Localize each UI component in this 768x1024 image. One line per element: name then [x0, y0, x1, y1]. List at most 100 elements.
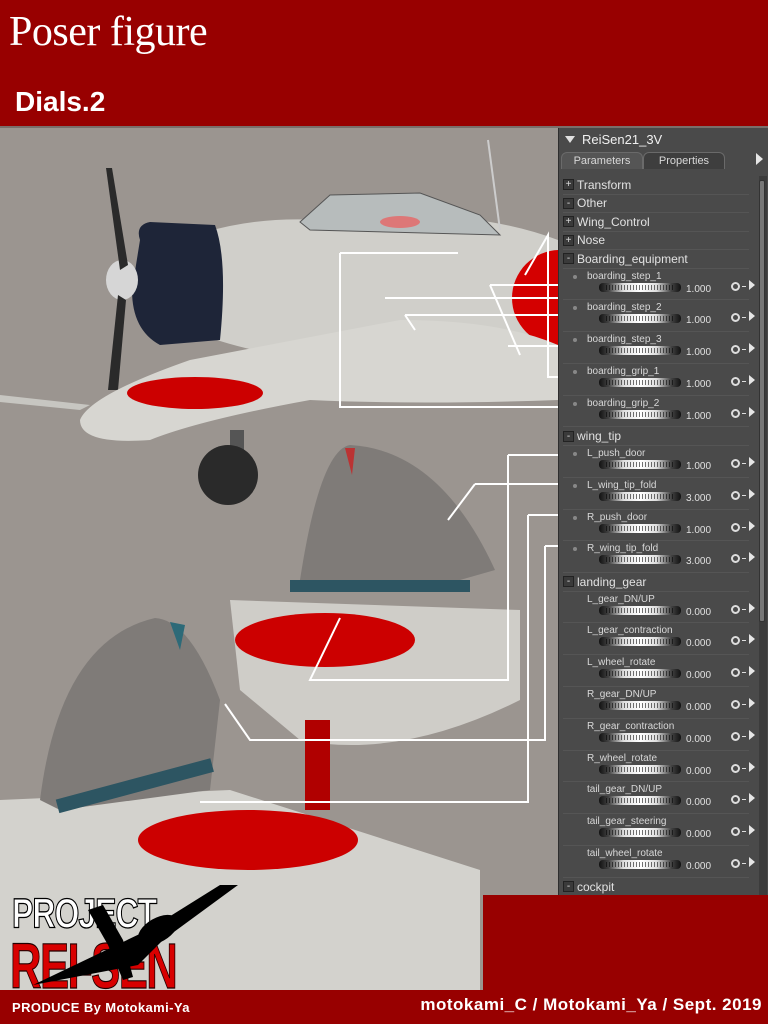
project-rei-sen-logo: PROJECT REI-SEN PRODUCE By Motokami-Ya: [8, 885, 238, 1020]
param-dial[interactable]: [599, 555, 681, 565]
tab-parameters[interactable]: Parameters: [561, 152, 643, 169]
key-icon[interactable]: [731, 859, 746, 869]
param-dial[interactable]: [599, 828, 681, 838]
param-menu-arrow-icon[interactable]: [749, 793, 755, 804]
param-value[interactable]: 3.000: [686, 556, 712, 568]
group-wing-control[interactable]: +Wing_Control: [563, 213, 749, 232]
key-icon[interactable]: [731, 313, 746, 323]
param-menu-arrow-icon[interactable]: [749, 666, 755, 677]
group-boarding-equipment[interactable]: -Boarding_equipment: [563, 250, 749, 269]
expand-icon[interactable]: +: [563, 216, 574, 228]
figure-name: ReiSen21_3V: [582, 131, 663, 147]
param-dot-icon: [573, 515, 577, 520]
key-icon[interactable]: [731, 700, 746, 710]
param-dial[interactable]: [599, 409, 681, 419]
expand-icon[interactable]: +: [563, 179, 574, 191]
param-value[interactable]: 1.000: [686, 315, 712, 327]
param-dial[interactable]: [599, 796, 681, 806]
group-wing-tip[interactable]: -wing_tip: [563, 427, 749, 446]
param-dial[interactable]: [599, 637, 681, 647]
param-value[interactable]: 0.000: [686, 733, 712, 745]
param-value[interactable]: 0.000: [686, 829, 712, 841]
param-dial[interactable]: [599, 732, 681, 742]
param-dial[interactable]: [599, 605, 681, 615]
param-dial[interactable]: [599, 282, 681, 292]
param-menu-arrow-icon[interactable]: [749, 698, 755, 709]
collapse-icon[interactable]: -: [563, 430, 574, 442]
param-menu-arrow-icon[interactable]: [749, 552, 755, 563]
collapse-icon[interactable]: -: [563, 881, 574, 893]
param-name: R_gear_contraction: [587, 720, 675, 732]
group-other[interactable]: -Other: [563, 195, 749, 213]
param-value[interactable]: 3.000: [686, 492, 712, 504]
param-value[interactable]: 0.000: [686, 702, 712, 714]
param-value[interactable]: 1.000: [686, 378, 712, 390]
scrollbar-thumb[interactable]: [759, 180, 765, 622]
param-value[interactable]: 1.000: [686, 347, 712, 359]
param-value[interactable]: 1.000: [686, 410, 712, 422]
param-dial[interactable]: [599, 491, 681, 501]
key-icon[interactable]: [731, 281, 746, 291]
param-menu-arrow-icon[interactable]: [749, 857, 755, 868]
param-dial[interactable]: [599, 314, 681, 324]
param-dial[interactable]: [599, 377, 681, 387]
param-dial[interactable]: [599, 669, 681, 679]
key-icon[interactable]: [731, 668, 746, 678]
param-dial[interactable]: [599, 860, 681, 870]
param-menu-arrow-icon[interactable]: [749, 456, 755, 467]
collapse-triangle-icon[interactable]: [565, 135, 575, 143]
param-menu-arrow-icon[interactable]: [749, 761, 755, 772]
param-menu-arrow-icon[interactable]: [749, 343, 755, 354]
key-icon[interactable]: [731, 554, 746, 564]
key-icon[interactable]: [731, 345, 746, 355]
param-menu-arrow-icon[interactable]: [749, 374, 755, 385]
key-icon[interactable]: [731, 795, 746, 805]
param-menu-arrow-icon[interactable]: [749, 406, 755, 417]
collapse-icon[interactable]: -: [563, 253, 574, 265]
expand-icon[interactable]: +: [563, 234, 574, 246]
collapse-icon[interactable]: -: [563, 197, 574, 209]
param-menu-arrow-icon[interactable]: [749, 488, 755, 499]
collapse-icon[interactable]: -: [563, 576, 574, 588]
group-nose[interactable]: +Nose: [563, 232, 749, 250]
figure-title-bar[interactable]: ReiSen21_3V: [559, 128, 768, 150]
param-value[interactable]: 1.000: [686, 524, 712, 536]
param-value[interactable]: 0.000: [686, 606, 712, 618]
param-name: R_gear_DN/UP: [587, 689, 657, 701]
param-menu-arrow-icon[interactable]: [749, 520, 755, 531]
key-icon[interactable]: [731, 490, 746, 500]
key-icon[interactable]: [731, 636, 746, 646]
param-menu-arrow-icon[interactable]: [749, 729, 755, 740]
param-value[interactable]: 1.000: [686, 283, 712, 295]
tab-properties[interactable]: Properties: [643, 152, 725, 169]
key-icon[interactable]: [731, 731, 746, 741]
param-menu-arrow-icon[interactable]: [749, 602, 755, 613]
key-icon[interactable]: [731, 827, 746, 837]
key-icon[interactable]: [731, 522, 746, 532]
group-landing-gear[interactable]: -landing_gear: [563, 573, 749, 592]
param-menu-arrow-icon[interactable]: [749, 311, 755, 322]
key-icon[interactable]: [731, 408, 746, 418]
param-value[interactable]: 0.000: [686, 765, 712, 777]
param-dial[interactable]: [599, 523, 681, 533]
group-cockpit[interactable]: -cockpit: [563, 878, 749, 895]
key-icon[interactable]: [731, 376, 746, 386]
param-value[interactable]: 0.000: [686, 861, 712, 873]
param-dial[interactable]: [599, 346, 681, 356]
param-menu-arrow-icon[interactable]: [749, 279, 755, 290]
param-dial[interactable]: [599, 701, 681, 711]
param-dial[interactable]: [599, 764, 681, 774]
key-icon[interactable]: [731, 763, 746, 773]
panel-menu-arrow-icon[interactable]: [756, 153, 763, 165]
param-value[interactable]: 0.000: [686, 638, 712, 650]
group-label: wing_tip: [577, 429, 622, 444]
param-menu-arrow-icon[interactable]: [749, 825, 755, 836]
group-transform[interactable]: +Transform: [563, 176, 749, 195]
param-value[interactable]: 0.000: [686, 797, 712, 809]
key-icon[interactable]: [731, 458, 746, 468]
param-dial[interactable]: [599, 459, 681, 469]
param-menu-arrow-icon[interactable]: [749, 634, 755, 645]
param-value[interactable]: 1.000: [686, 460, 712, 472]
key-icon[interactable]: [731, 604, 746, 614]
param-value[interactable]: 0.000: [686, 670, 712, 682]
